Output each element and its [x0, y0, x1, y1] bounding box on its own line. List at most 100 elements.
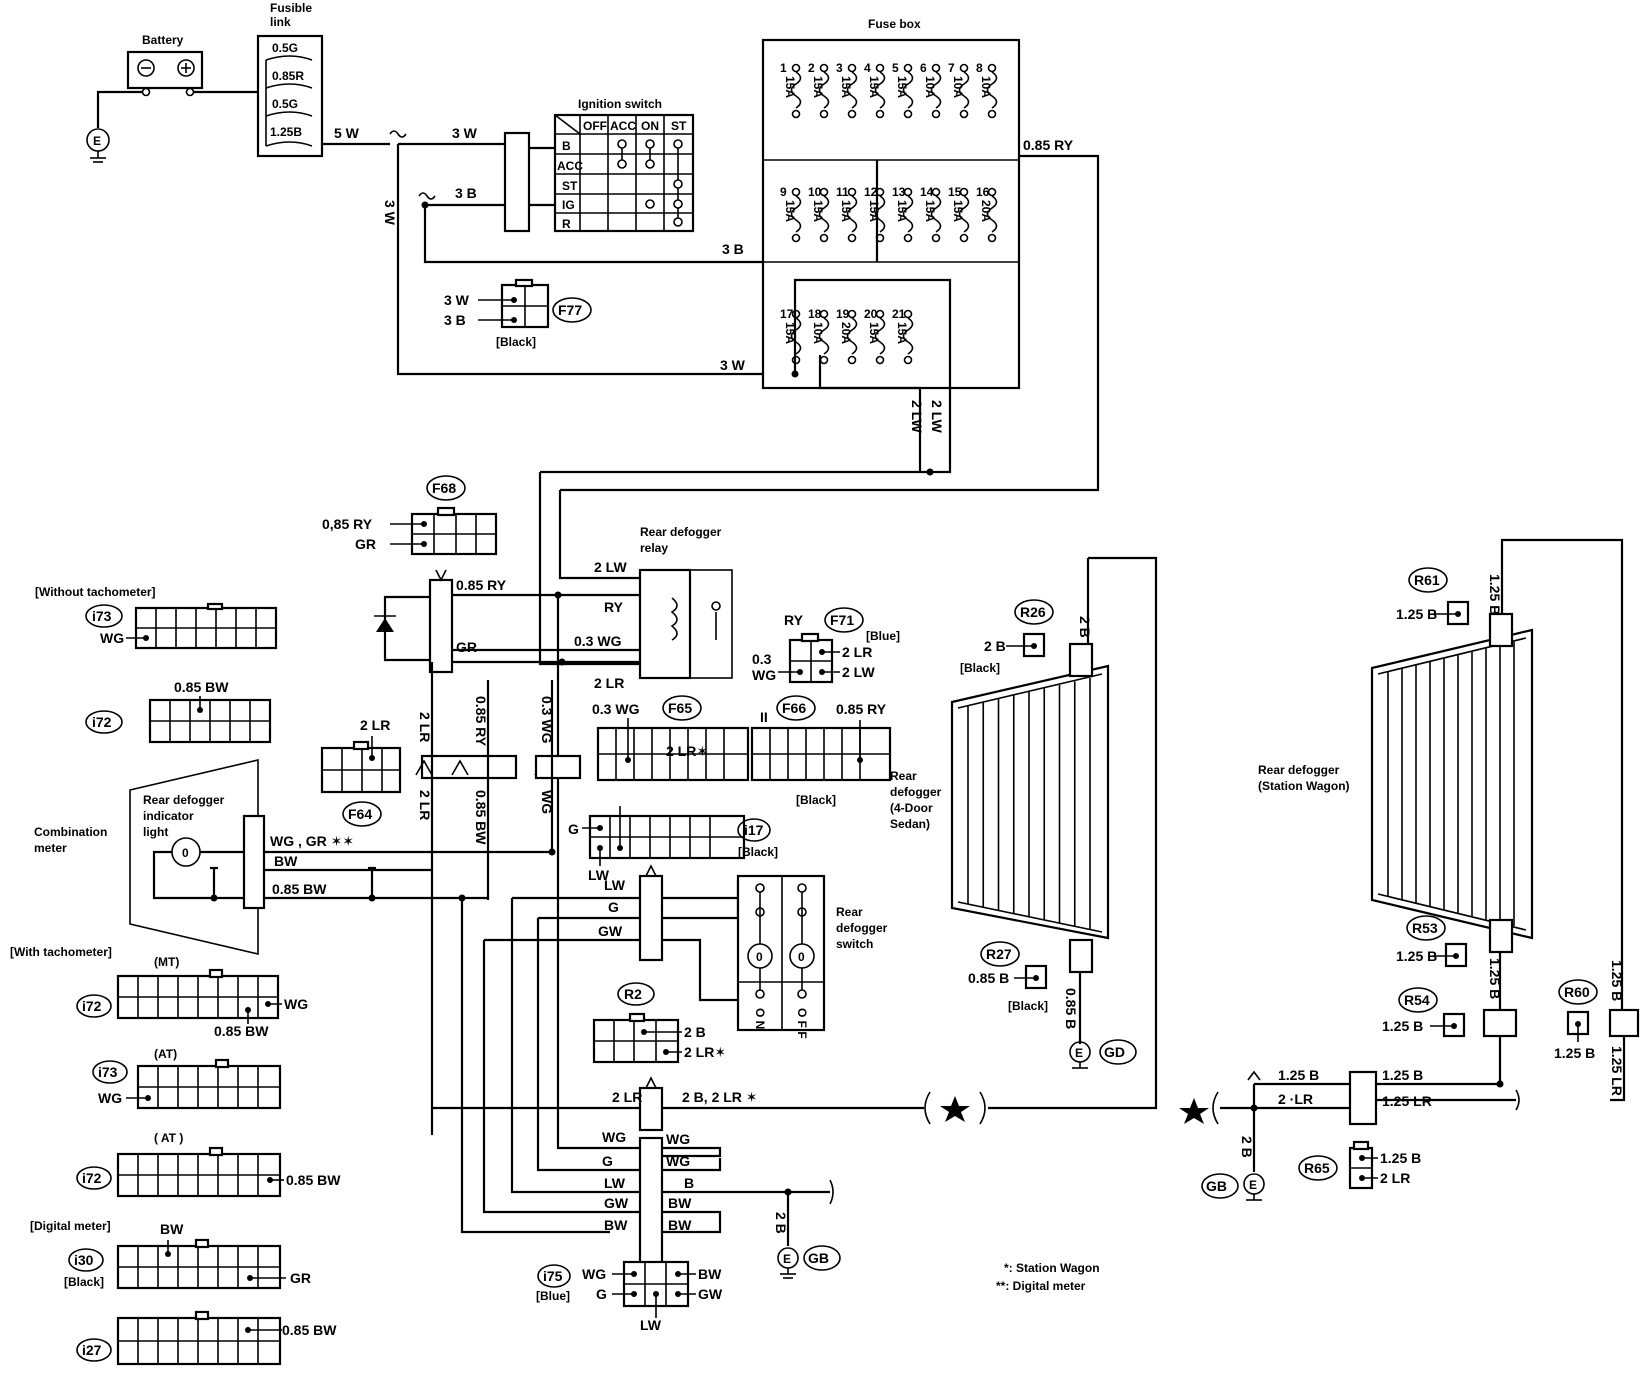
- connector-r54: R54 1.25 B: [1382, 987, 1466, 1038]
- sedan-085b: 0.85 B: [1063, 988, 1079, 1029]
- ignition-switch-label: Ignition switch: [578, 97, 662, 111]
- r65-2lr: 2 LR: [1380, 1170, 1410, 1186]
- i72-085bw-a: 0.85 BW: [174, 679, 229, 695]
- sedan-2b: 2 B: [1077, 616, 1093, 638]
- meter-wg-gr: WG , GR ✶✶: [270, 833, 354, 849]
- jb-wg-l: WG: [602, 1129, 626, 1145]
- fuse-box: Fuse box 115A215A315A415A515A610A710A810…: [761, 17, 1021, 390]
- i72-at-085bw: 0.85 BW: [286, 1172, 341, 1188]
- r26-color: [Black]: [960, 661, 1000, 675]
- connector-i72-at: i72 0.85 BW: [76, 1146, 341, 1198]
- i73-b-wg: WG: [98, 1090, 122, 1106]
- i30-gr: GR: [290, 1270, 311, 1286]
- i72-label-mt: i72: [82, 998, 102, 1014]
- connector-i27: i27 0.85 BW: [76, 1310, 337, 1366]
- fusible-link-label-1: Fusible: [270, 1, 312, 15]
- fusible-link-1: 0.85R: [272, 69, 304, 83]
- fuse-rating: 15A: [867, 200, 881, 222]
- wire-3w-top: 3 W: [452, 125, 478, 141]
- fuse-rating: 15A: [783, 76, 797, 98]
- fuse-rating: 10A: [951, 76, 965, 98]
- r60-label: R60: [1564, 984, 1590, 1000]
- fuse-number: 10: [808, 185, 822, 199]
- f65-2lrs: 2 LR✶: [666, 743, 708, 759]
- jb-bw-r2: BW: [668, 1217, 692, 1233]
- f77-pin-3w: 3 W: [444, 292, 470, 308]
- r61-label: R61: [1414, 572, 1440, 588]
- with-tach-label: [With tachometer]: [10, 945, 112, 959]
- connector-r2: R2 2 B 2 LR✶: [592, 982, 726, 1064]
- fuse-number: 11: [836, 185, 849, 199]
- fusible-link-0: 0.5G: [272, 41, 298, 55]
- without-tach-label: [Without tachometer]: [35, 585, 156, 599]
- fuse-rating: 15A: [783, 200, 797, 222]
- switch-bulb-on: 0: [756, 950, 763, 964]
- wire-2lr-vert-b: 2 LR: [417, 790, 433, 820]
- meter-bw: BW: [274, 853, 298, 869]
- wagon-125b-right: 1.25 B: [1609, 960, 1625, 1001]
- f66-color: [Black]: [796, 793, 836, 807]
- ground-gb-b: E GB: [1201, 1173, 1265, 1201]
- r26-2b: 2 B: [984, 638, 1006, 654]
- fuse-rating: 15A: [895, 76, 909, 98]
- switch-off: O F F: [795, 1008, 809, 1039]
- i72-mt-085bw: 0.85 BW: [214, 1023, 269, 1039]
- fuse-rating: 15A: [867, 76, 881, 98]
- i73-label-a: i73: [92, 608, 112, 624]
- gb-2b-a: 2 B: [773, 1212, 789, 1234]
- i17-lw: LW: [588, 867, 610, 883]
- i73-label-b: i73: [98, 1064, 118, 1080]
- ign-row-st: ST: [562, 179, 578, 193]
- fuse-rating: 15A: [923, 200, 937, 222]
- connector-f66: II F66 0.85 RY [Black]: [750, 695, 892, 807]
- i75-wg: WG: [582, 1266, 606, 1282]
- ground-gd-label: GD: [1104, 1044, 1125, 1060]
- wire-085ry-vert: 0.85 RY: [473, 696, 489, 747]
- i17-g: G: [568, 821, 579, 837]
- jb-lw-l: LW: [604, 1175, 626, 1191]
- f68-label: F68: [432, 480, 456, 496]
- r27-color: [Black]: [1008, 999, 1048, 1013]
- wagon-jb-125lr-r: 1.25 LR: [1382, 1093, 1432, 1109]
- switch-bulb-off: 0: [798, 950, 805, 964]
- f66-ii: II: [760, 709, 768, 725]
- ign-row-r: R: [562, 217, 571, 231]
- i72-label-at: i72: [82, 1170, 102, 1186]
- wire-2lr-vert-a: 2 LR: [417, 712, 433, 742]
- connector-f77: 3 W 3 B F77 [Black]: [444, 278, 592, 349]
- wagon-125lr-right: 1.25 LR: [1609, 1046, 1625, 1096]
- switch-label-2: defogger: [836, 921, 888, 935]
- i75-lw: LW: [640, 1317, 662, 1333]
- at1-label: (AT): [154, 1047, 177, 1061]
- ign-row-b: B: [562, 139, 571, 153]
- relay-label-1: Rear defogger: [640, 525, 722, 539]
- i27-085bw: 0.85 BW: [282, 1322, 337, 1338]
- i30-bw: BW: [160, 1221, 184, 1237]
- fuse-rating: 15A: [839, 200, 853, 222]
- fuse-number: 1: [780, 61, 787, 75]
- jb-gw-l: GW: [604, 1195, 629, 1211]
- connector-r60: R60 1.25 B: [1554, 979, 1598, 1061]
- fuse-rating: 15A: [895, 200, 909, 222]
- battery-label: Battery: [142, 33, 184, 47]
- switch-label-1: Rear: [836, 905, 863, 919]
- ign-col-off: OFF: [583, 119, 607, 133]
- relay-03wg: 0.3 WG: [574, 633, 622, 649]
- rear-defogger-sedan: [950, 642, 1110, 974]
- f68-pin-085ry: 0,85 RY: [322, 516, 373, 532]
- fuse-number: 3: [836, 61, 843, 75]
- i17-color: [Black]: [738, 845, 778, 859]
- r65-125b: 1.25 B: [1380, 1150, 1421, 1166]
- fuse-number: 15: [948, 185, 962, 199]
- note-digital-meter: **: Digital meter: [996, 1279, 1086, 1293]
- relay-2lr: 2 LR: [594, 675, 624, 691]
- fuse-number: 12: [864, 185, 878, 199]
- jb-wg-r2: WG: [666, 1153, 690, 1169]
